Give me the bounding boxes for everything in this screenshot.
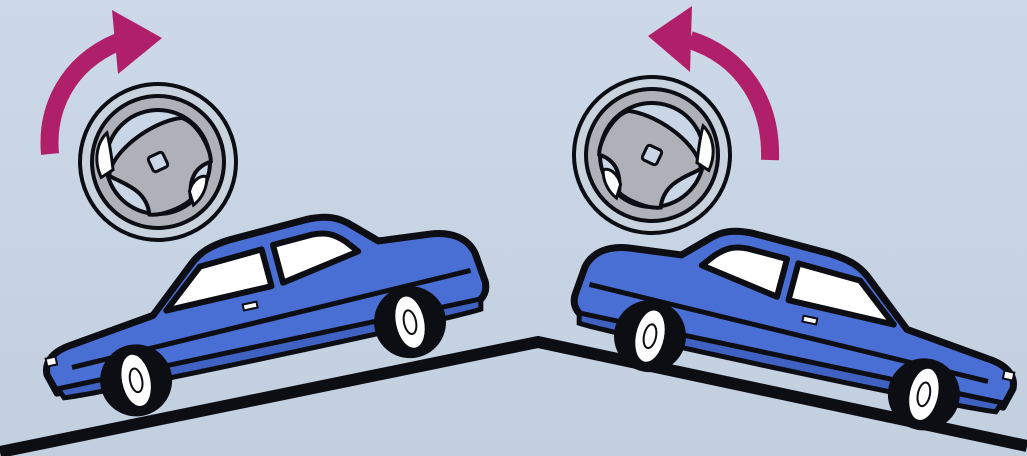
steering-wheel-icon	[548, 51, 755, 258]
steering-wheel-icon	[54, 58, 261, 265]
right-car-downhill	[562, 200, 1027, 448]
